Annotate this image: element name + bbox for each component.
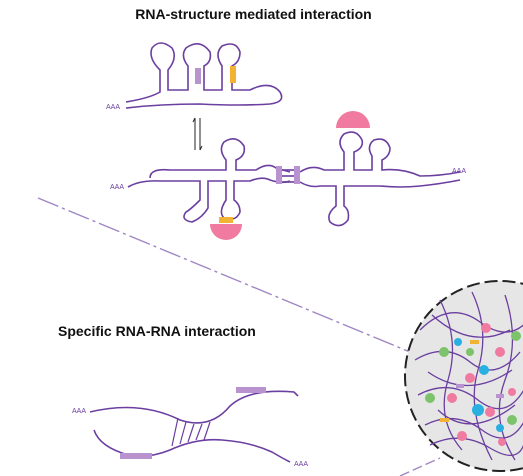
condensate <box>404 280 523 472</box>
dashed-guide-line-top <box>37 197 411 353</box>
pairing-region-middle-right <box>294 166 300 184</box>
rna-structure-middle <box>127 131 461 227</box>
polya-label-bottom-left: AAA <box>72 408 86 415</box>
title-rna-structure: RNA-structure mediated interaction <box>135 6 372 22</box>
rna-binding-protein-icon-top <box>336 111 370 128</box>
dashed-guide-line-bottom <box>399 457 441 476</box>
pairing-region-upper <box>236 387 266 393</box>
pairing-region-middle-left <box>276 166 282 184</box>
title-specific-interaction: Specific RNA-RNA interaction <box>58 323 256 339</box>
pairing-region-top <box>195 68 201 84</box>
motif-middle <box>219 217 233 223</box>
polya-label-middle-left: AAA <box>110 184 124 191</box>
polya-label-middle-right: AAA <box>452 168 466 175</box>
double-arrow-icon <box>192 117 203 151</box>
rna-strand-upper <box>89 390 299 424</box>
rna-structure-top <box>125 42 283 109</box>
polya-label-top: AAA <box>106 104 120 111</box>
rna-binding-protein-icon <box>210 224 242 240</box>
base-pair-lines <box>171 417 211 447</box>
pairing-region-lower <box>120 453 152 459</box>
polya-label-bottom-right: AAA <box>294 461 308 468</box>
motif-top <box>230 66 236 83</box>
